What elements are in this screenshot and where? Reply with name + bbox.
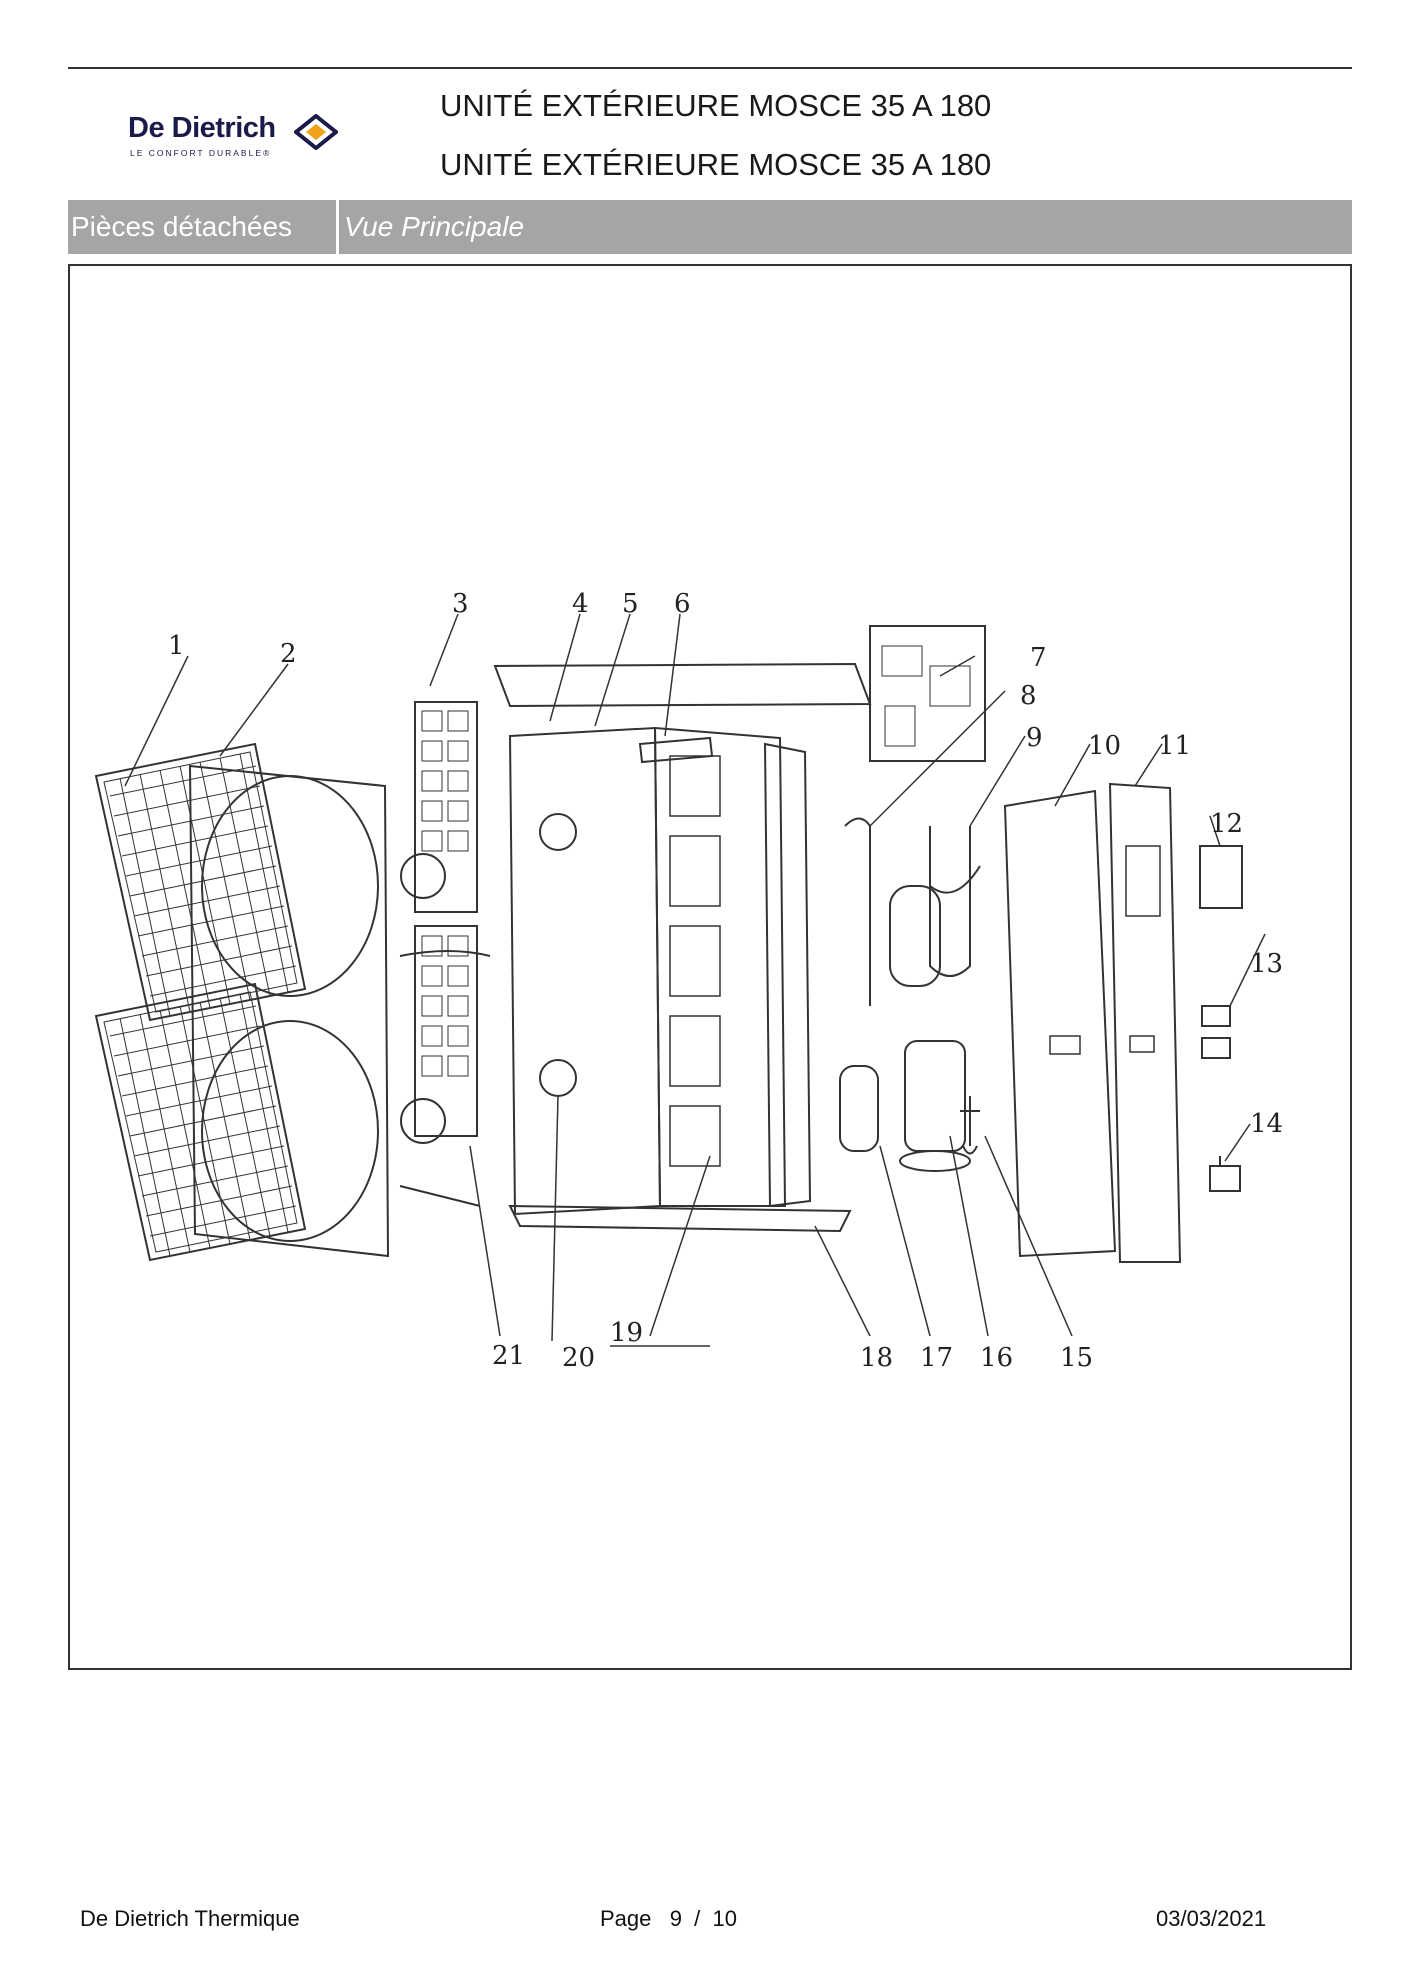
callout-14: 14	[1250, 1109, 1283, 1139]
fan-grille-bottom	[94, 982, 307, 1262]
callout-3: 3	[452, 589, 469, 619]
section-divider	[336, 200, 339, 254]
brand-tagline: LE CONFORT DURABLE®	[130, 148, 272, 158]
top-cover	[493, 662, 872, 708]
callout-4: 4	[572, 589, 589, 619]
terminal-block	[1209, 1156, 1241, 1192]
callout-11: 11	[1158, 731, 1191, 761]
callout-19: 19	[610, 1318, 643, 1348]
callout-10: 10	[1088, 731, 1121, 761]
callout-5: 5	[622, 589, 639, 619]
control-box	[869, 625, 986, 762]
callout-13: 13	[1250, 949, 1283, 979]
condenser-coil	[763, 742, 812, 1208]
fan-grille-top	[94, 742, 307, 1022]
page-subtitle: UNITÉ EXTÉRIEURE MOSCE 35 A 180	[440, 147, 992, 182]
top-rule	[68, 67, 1352, 69]
accumulator	[839, 1065, 879, 1152]
pipe-8	[844, 817, 871, 1006]
service-valve	[960, 1096, 980, 1155]
callout-20: 20	[562, 1343, 595, 1373]
callout-18: 18	[860, 1343, 893, 1373]
callout-6: 6	[674, 589, 691, 619]
callout-17: 17	[920, 1343, 953, 1373]
chassis	[508, 726, 852, 1233]
section-bar: Pièces détachées Vue Principale	[68, 200, 1352, 254]
right-panel	[1108, 782, 1182, 1263]
section-label: Pièces détachées	[71, 211, 293, 242]
footer-page-number: Page 9 / 10	[600, 1906, 737, 1931]
callout-1: 1	[168, 631, 185, 661]
leader-lines	[124, 613, 1266, 1347]
inspection-cover	[1199, 845, 1243, 909]
diamond-logo-icon	[294, 114, 338, 150]
callout-2: 2	[280, 639, 297, 669]
page-title: UNITÉ EXTÉRIEURE MOSCE 35 A 180	[440, 88, 992, 123]
callout-9: 9	[1026, 723, 1043, 753]
footer-date: 03/03/2021	[1156, 1906, 1267, 1931]
front-panel	[188, 764, 390, 1258]
diagram-frame: 1 2 3 4 5 6 7 8 9 10 11 12 13 14 15 16 1…	[68, 264, 1352, 1670]
fan-blades	[399, 701, 491, 1207]
partition	[638, 736, 714, 764]
compressor	[889, 885, 971, 1172]
view-label: Vue Principale	[344, 211, 525, 242]
callout-7: 7	[1030, 643, 1047, 673]
brand-name: De Dietrich	[128, 112, 276, 144]
callout-21: 21	[492, 1341, 525, 1371]
side-panel	[1003, 789, 1117, 1258]
callout-16: 16	[980, 1343, 1013, 1373]
exploded-view-drawing: 1 2 3 4 5 6 7 8 9 10 11 12 13 14 15 16 1…	[94, 589, 1283, 1373]
callout-labels: 1 2 3 4 5 6 7 8 9 10 11 12 13 14 15 16 1…	[168, 589, 1283, 1373]
handles	[1201, 1005, 1231, 1059]
callout-15: 15	[1060, 1343, 1093, 1373]
footer-company: De Dietrich Thermique	[80, 1906, 300, 1931]
pipe-9	[929, 826, 971, 977]
callout-8: 8	[1020, 681, 1037, 711]
brand-logo: De Dietrich LE CONFORT DURABLE®	[128, 112, 348, 164]
callout-12: 12	[1210, 809, 1243, 839]
